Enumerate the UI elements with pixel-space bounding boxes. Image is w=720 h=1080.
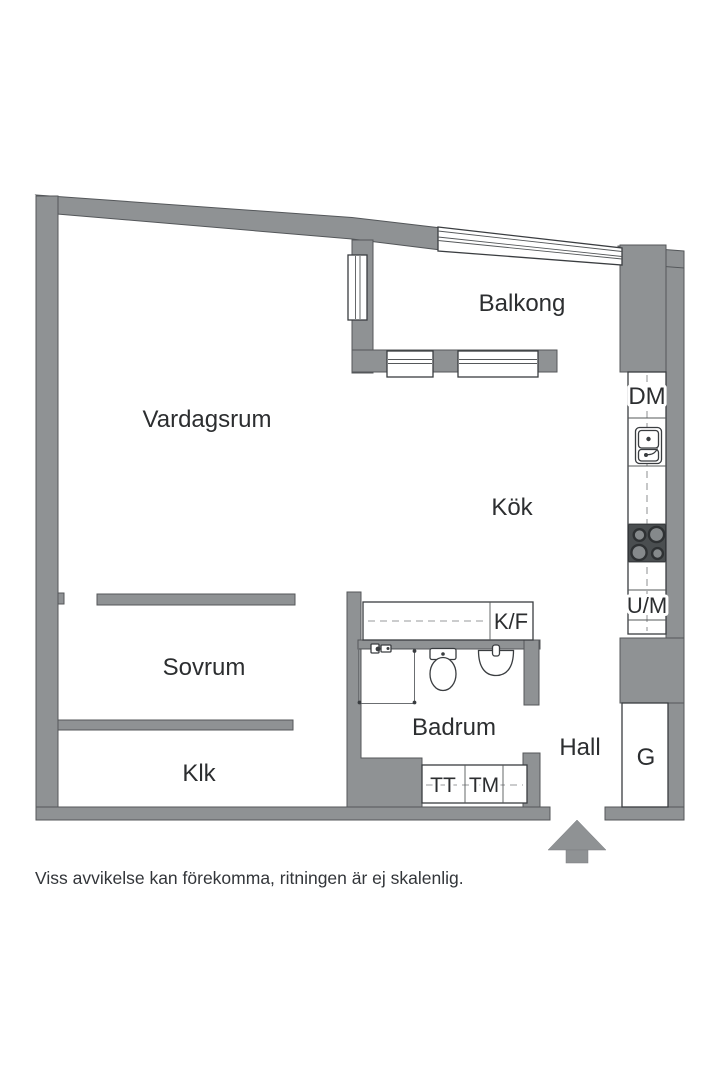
- appliance-label-kf: K/F: [494, 609, 528, 634]
- left-wall: [35, 195, 59, 821]
- bedroom-closet-divider-wall: [57, 719, 294, 731]
- stove-icon: [628, 524, 666, 562]
- room-label-badrum: Badrum: [412, 714, 496, 741]
- bottom-wall-left: [35, 806, 551, 821]
- bathroom-fixtures: [357, 643, 528, 804]
- walls: [34, 194, 685, 821]
- entrance-arrow-icon: [547, 819, 607, 864]
- room-labels: Vardagsrum Balkong Kök Sovrum Klk Badrum…: [143, 290, 601, 787]
- appliance-label-um: U/M: [627, 593, 667, 618]
- washbasin-icon: [477, 644, 515, 677]
- window-icon: [457, 350, 539, 378]
- sink-icon: [634, 426, 663, 465]
- disclaimer-text: Viss avvikelse kan förekomma, ritningen …: [35, 868, 464, 888]
- wardrobe-box: [621, 702, 669, 808]
- laundry-appliance-boxes: [421, 764, 528, 804]
- room-label-kok: Kök: [491, 494, 533, 521]
- balcony-right-wall-block: [619, 244, 667, 373]
- kitchen-hall-wall-block: [619, 637, 685, 704]
- appliance-label-tm: TM: [469, 774, 499, 797]
- appliance-label-g: G: [637, 744, 656, 771]
- bathroom-left-wall: [346, 591, 423, 808]
- appliance-labels: DM U/M K/F TT TM G: [427, 380, 670, 800]
- toilet-icon: [429, 647, 457, 692]
- room-label-balkong: Balkong: [479, 290, 566, 317]
- right-wall: [665, 250, 685, 821]
- windows: [347, 226, 623, 378]
- bathroom-right-wall-upper: [523, 639, 540, 706]
- bedroom-top-wall: [96, 593, 296, 606]
- room-label-vardagsrum: Vardagsrum: [143, 406, 272, 433]
- room-label-klk: Klk: [182, 760, 216, 787]
- room-label-sovrum: Sovrum: [163, 654, 246, 681]
- kitchen-counter-column: [627, 371, 667, 635]
- bedroom-wall-stub: [57, 592, 65, 605]
- kitchen-counter-kf: [362, 601, 534, 641]
- shower-icon: [357, 643, 417, 705]
- bottom-wall-right: [604, 806, 685, 821]
- appliance-label-tt: TT: [430, 774, 456, 797]
- window-icon: [386, 350, 434, 378]
- appliance-label-dm: DM: [628, 383, 665, 410]
- balcony-railing-icon: [437, 226, 623, 266]
- window-icon: [347, 254, 368, 321]
- room-label-hall: Hall: [559, 734, 600, 761]
